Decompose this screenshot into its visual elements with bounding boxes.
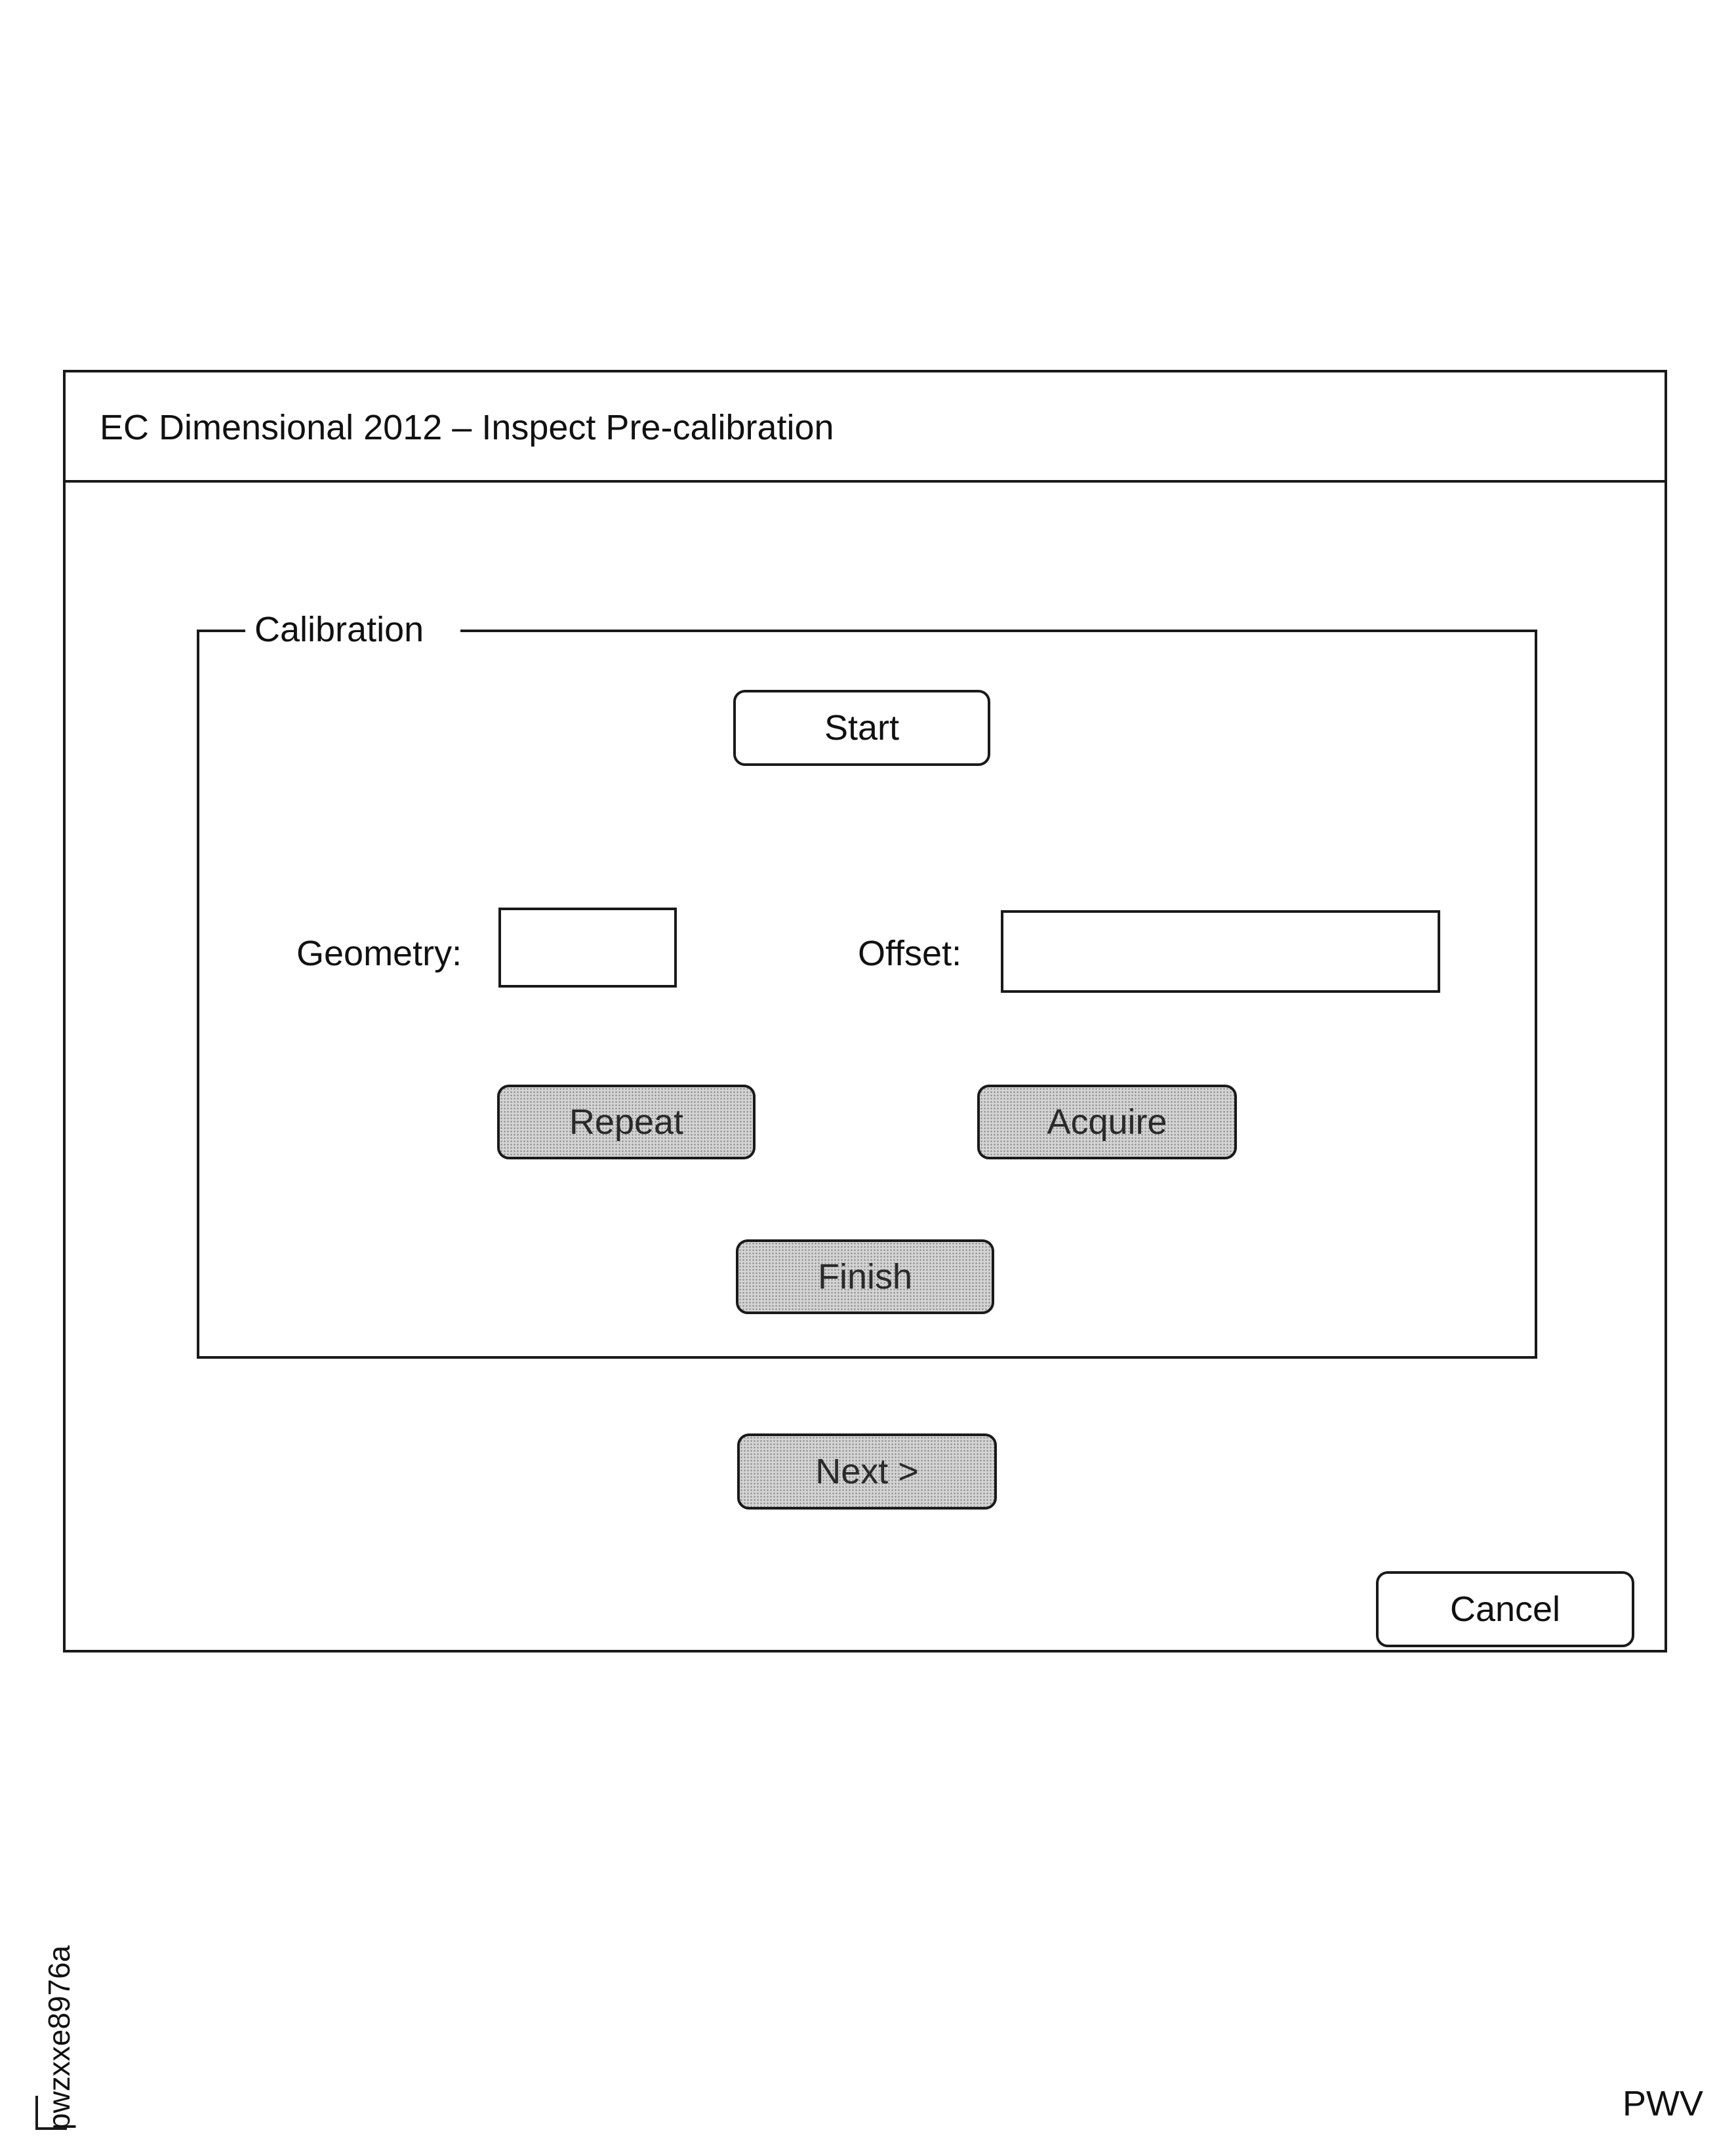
offset-field[interactable] — [1001, 910, 1440, 993]
finish-button[interactable]: Finish — [736, 1239, 994, 1314]
corner-mark: PWV — [1622, 2084, 1703, 2123]
figure-code-label: pwzxxe8976a — [35, 1868, 81, 2130]
title-bar: EC Dimensional 2012 – Inspect Pre-calibr… — [66, 372, 1665, 483]
acquire-button[interactable]: Acquire — [977, 1085, 1237, 1159]
offset-label: Offset: — [858, 934, 962, 973]
calibration-dialog-window: EC Dimensional 2012 – Inspect Pre-calibr… — [63, 370, 1667, 1652]
figure-code-text: pwzxxe8976a — [42, 1945, 76, 2130]
figure-code-bracket — [35, 2096, 38, 2130]
next-button[interactable]: Next > — [737, 1433, 997, 1510]
calibration-group-label: Calibration — [245, 603, 461, 656]
figure-code-bracket-base — [35, 2127, 67, 2130]
calibration-groupbox: Calibration Start Geometry: Offset: Repe… — [197, 603, 1537, 1359]
cancel-button[interactable]: Cancel — [1376, 1571, 1634, 1647]
geometry-label: Geometry: — [296, 934, 462, 973]
repeat-button[interactable]: Repeat — [497, 1085, 756, 1159]
start-button[interactable]: Start — [733, 690, 990, 766]
window-title: EC Dimensional 2012 – Inspect Pre-calibr… — [100, 408, 834, 447]
geometry-field[interactable] — [498, 908, 677, 988]
